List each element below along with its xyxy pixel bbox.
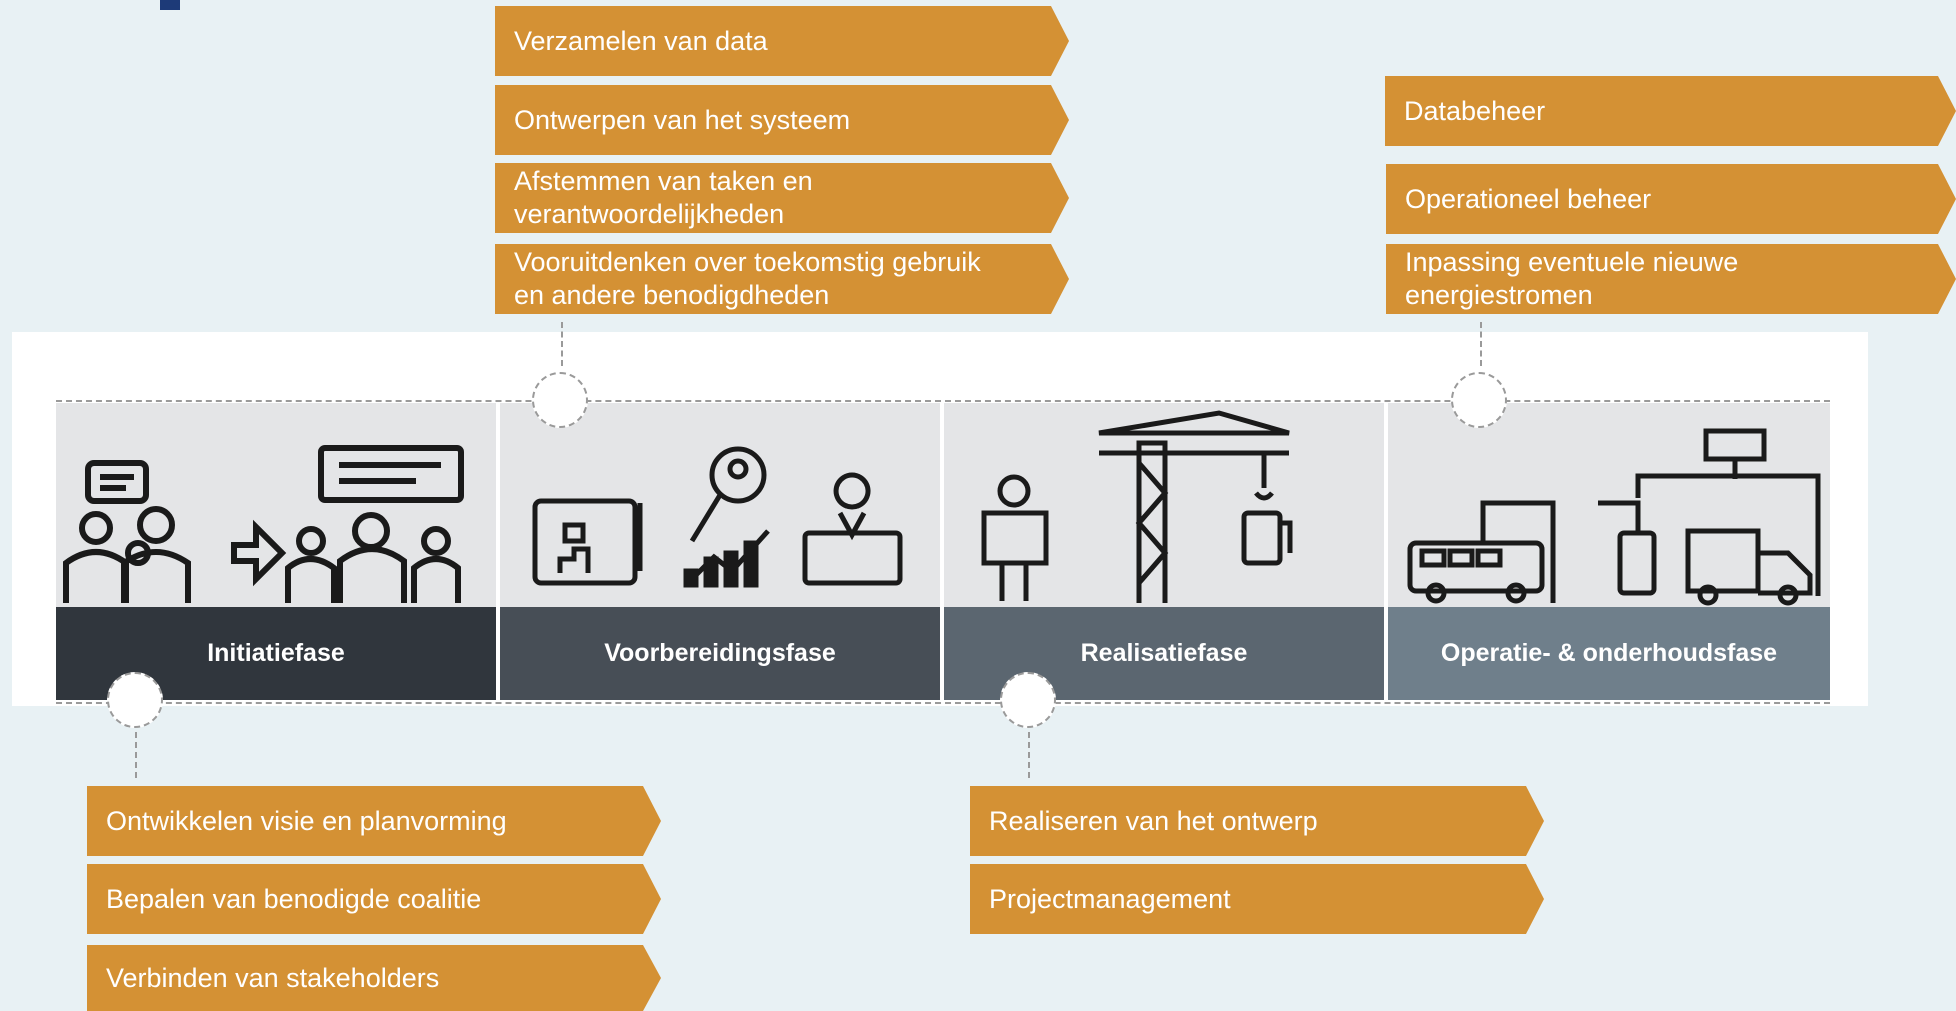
bottom-dashed-line — [56, 702, 1830, 704]
connector-circle-voorbereiding — [532, 372, 588, 428]
phase-label-voorbereiding: Voorbereidingsfase — [500, 607, 940, 700]
arrow-afstemmen-taken: Afstemmen van taken en verantwoordelijkh… — [495, 163, 1069, 233]
arrow-projectmanagement: Projectmanagement — [970, 864, 1544, 934]
arrow-bepalen-coalitie: Bepalen van benodigde coalitie — [87, 864, 661, 934]
phase-label-operatie: Operatie- & onderhoudsfase — [1388, 607, 1830, 700]
arrow-ontwerpen-systeem: Ontwerpen van het systeem — [495, 85, 1069, 155]
phase-image-initiatie — [56, 403, 496, 607]
title-fragment — [160, 0, 180, 10]
connector-operatie — [1480, 322, 1482, 366]
arrow-vooruitdenken: Vooruitdenken over toekomstig gebruik en… — [495, 244, 1069, 314]
connector-initiatie — [135, 732, 137, 778]
arrow-verzamelen-data: Verzamelen van data — [495, 6, 1069, 76]
top-dashed-line — [56, 400, 1830, 402]
planning-icon — [532, 446, 903, 588]
connector-voorbereiding — [561, 322, 563, 366]
arrow-inpassing-energiestromen: Inpassing eventuele nieuwe energiestrome… — [1386, 244, 1956, 314]
arrow-ontwikkelen-visie: Ontwikkelen visie en planvorming — [87, 786, 661, 856]
connector-circle-realisatie — [1000, 672, 1056, 728]
connector-circle-operatie — [1451, 372, 1507, 428]
arrow-databeheer: Databeheer — [1385, 76, 1956, 146]
phase-image-realisatie — [944, 403, 1384, 607]
charging-bus-icon — [1407, 428, 1821, 606]
phase-image-operatie — [1388, 403, 1830, 607]
arrow-operationeel-beheer: Operationeel beheer — [1386, 164, 1956, 234]
arrow-verbinden-stakeholders: Verbinden van stakeholders — [87, 945, 661, 1011]
connector-realisatie — [1028, 732, 1030, 778]
people-discussion-icon — [63, 445, 464, 603]
construction-crane-icon — [981, 410, 1293, 603]
phase-image-voorbereiding — [500, 403, 940, 607]
connector-circle-initiatie — [107, 672, 163, 728]
arrow-realiseren-ontwerp: Realiseren van het ontwerp — [970, 786, 1544, 856]
